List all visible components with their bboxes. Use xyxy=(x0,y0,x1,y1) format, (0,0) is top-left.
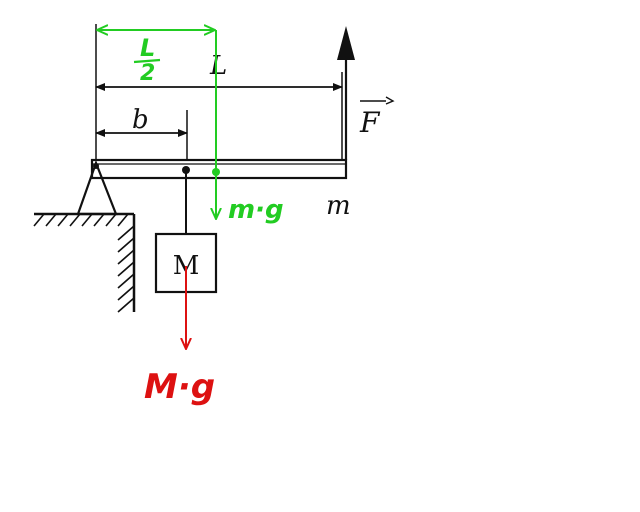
green-annotations: L 2 m·g xyxy=(98,30,284,225)
pivot-hinge xyxy=(76,159,118,216)
wall-hatching xyxy=(117,225,135,313)
dimension-lines xyxy=(95,24,343,160)
vector-bar-tip xyxy=(385,96,395,105)
label-half-L-top: L xyxy=(140,34,155,62)
label-block-weight: M·g xyxy=(144,367,215,407)
attach-point xyxy=(182,166,190,174)
label-m: m xyxy=(326,191,351,221)
label-b: b xyxy=(132,105,149,135)
label-half-L-bottom: 2 xyxy=(140,61,155,86)
label-L: L xyxy=(209,51,227,81)
force-arrow xyxy=(337,26,355,160)
label-F: F xyxy=(359,106,381,139)
wall-support xyxy=(33,212,136,313)
red-annotations: M·g xyxy=(144,266,215,407)
label-rod-weight: m·g xyxy=(228,195,284,225)
ground-hatching xyxy=(33,213,129,227)
rod xyxy=(90,158,348,180)
